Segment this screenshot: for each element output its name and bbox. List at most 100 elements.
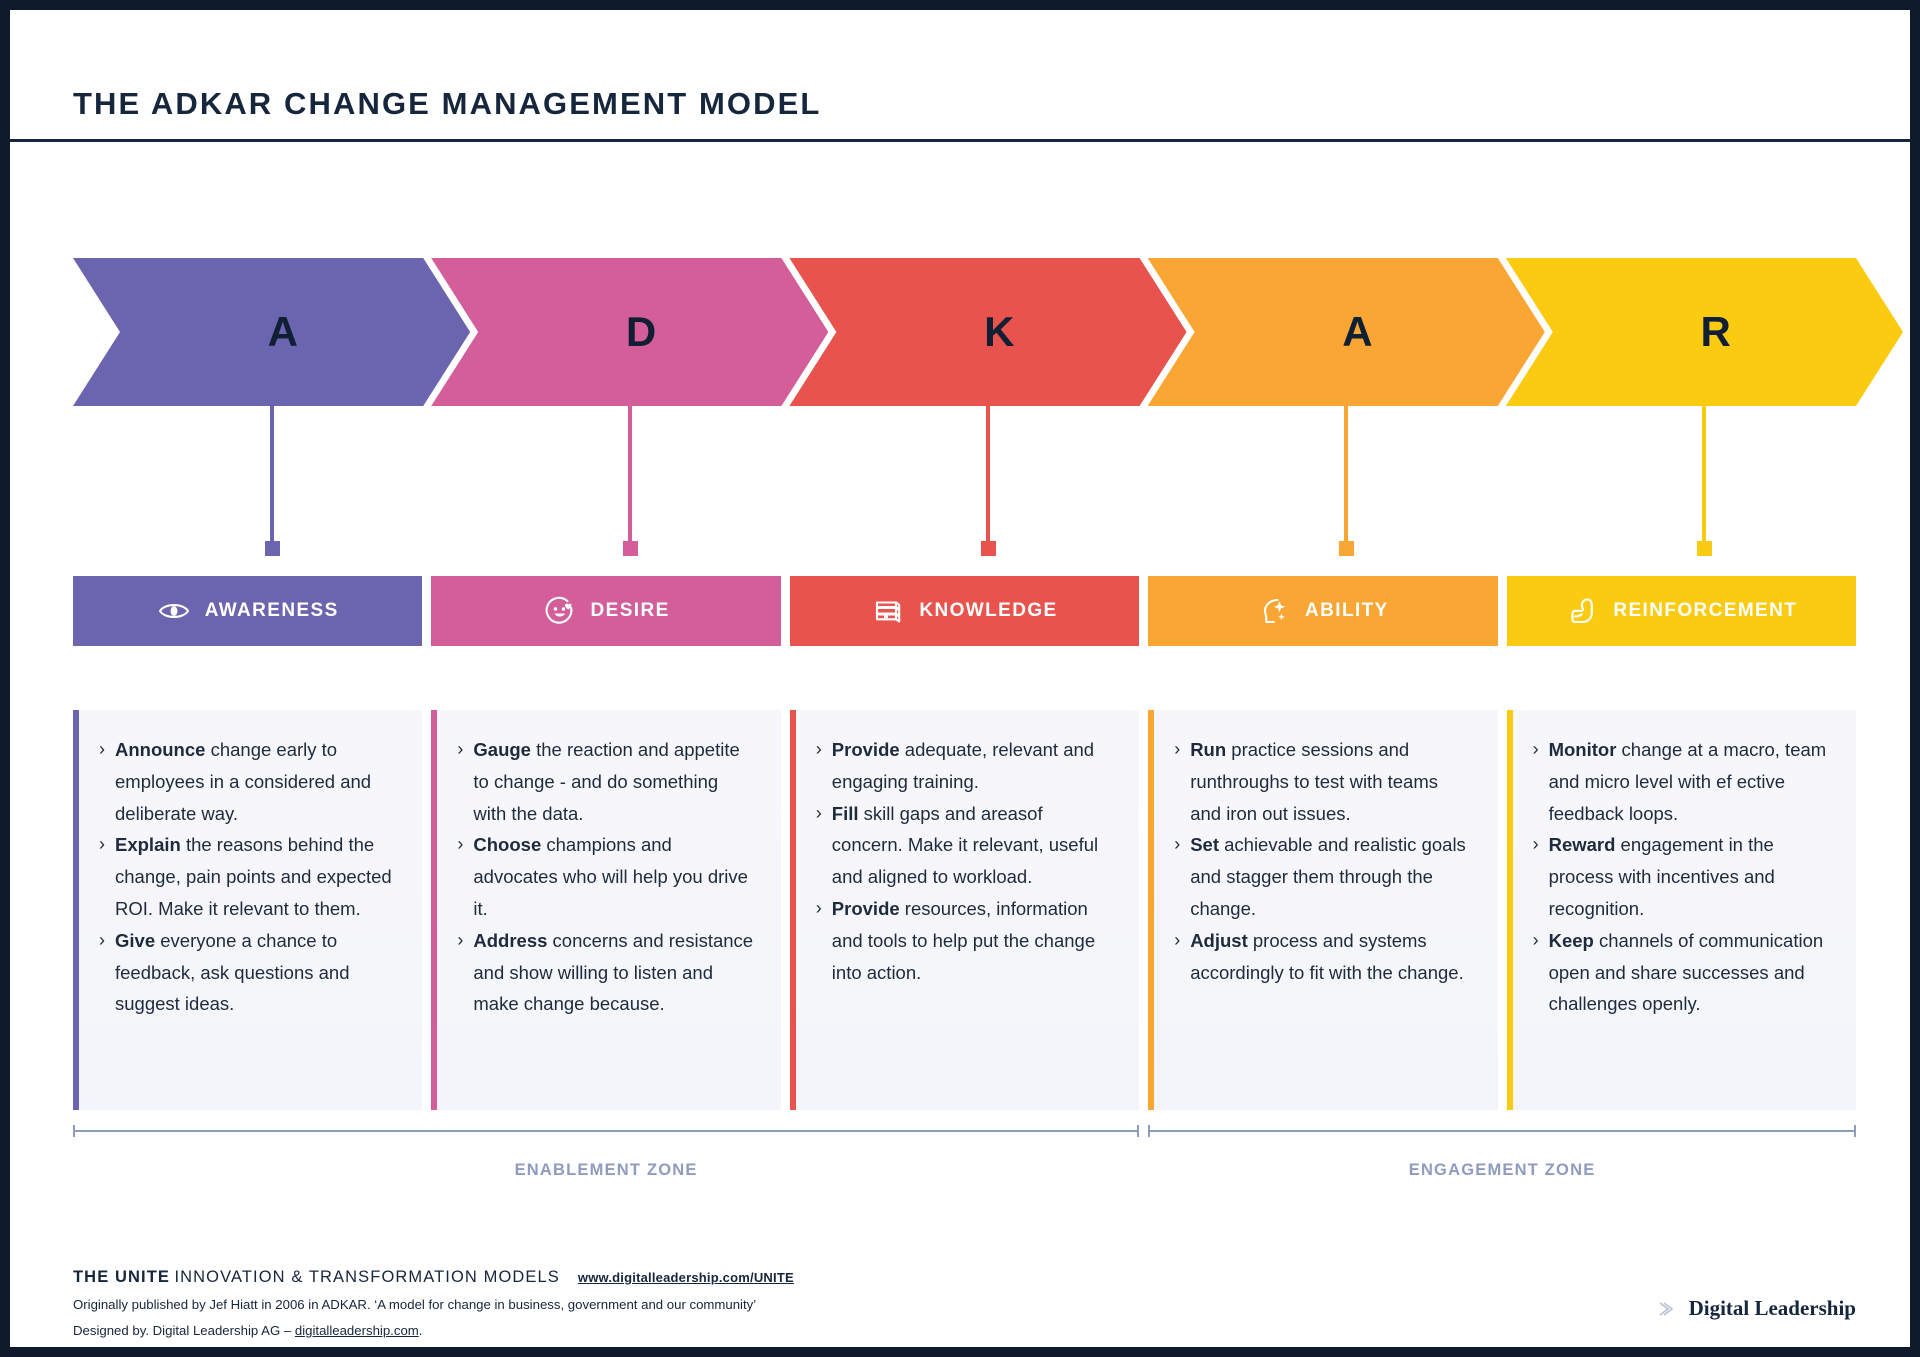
stage-bullet-lead: Fill [831, 802, 859, 824]
connector-stem-ability [1344, 406, 1349, 546]
connector-node-awareness [264, 541, 280, 556]
connector-stem-desire [627, 406, 632, 546]
books-icon [871, 594, 905, 628]
stage-chevron-desire[interactable]: D [431, 258, 829, 406]
zone-group-engagement: ENGAGEMENT ZONE [1148, 1125, 1856, 1180]
connector-stem-awareness [269, 406, 274, 546]
stage-chevron-knowledge[interactable]: K [789, 258, 1187, 406]
connector-node-desire [622, 541, 638, 556]
card-accent-bar [789, 710, 796, 1110]
stage-bullet-item: Keep channels of communication open and … [1533, 925, 1830, 1020]
footer-unite-title: THE UNITE INNOVATION & TRANSFORMATION MO… [73, 1268, 560, 1287]
stage-bullet-lead: Monitor [1548, 739, 1617, 760]
stage-bullet-item: Provide adequate, relevant and engaging … [816, 734, 1113, 798]
stage-bullet-text: champions and advocates who will help yo… [473, 834, 748, 919]
stage-bullet-item: Monitor change at a macro, team and micr… [1533, 734, 1830, 829]
stage-bullet-text: everyone a chance to feedback, ask quest… [115, 929, 350, 1015]
stage-card-row: Announce change early to employees in a … [73, 710, 1856, 1110]
stage-bullet-text: engagement in the process with incentive… [1548, 834, 1775, 919]
stage-label-text: KNOWLEDGE [919, 600, 1058, 621]
footer-designer-prefix: Designed by. Digital Leadership AG – [73, 1323, 295, 1338]
stage-bullet-text: process and systems accordingly to fit w… [1190, 929, 1464, 983]
stage-chevron-ability[interactable]: A [1147, 258, 1545, 406]
stage-bullet-item: Adjust process and systems accordingly t… [1174, 925, 1471, 989]
stage-label-row: AWARENESS DESIRE KNOWLEDGE ABILITY REINFORCE… [73, 576, 1856, 646]
stage-label-bar-reinforcement[interactable]: REINFORCEMENT [1506, 576, 1856, 646]
stage-label-text: ABILITY [1305, 600, 1389, 621]
stage-bullet-text: concerns and resistance and show willing… [473, 929, 754, 1015]
stage-bullet-text: achievable and realistic goals and stagg… [1190, 834, 1466, 919]
stage-bullet-text: practice sessions and runthroughs to tes… [1190, 739, 1439, 824]
footer-designer-link[interactable]: digitalleadership.com [294, 1323, 419, 1338]
card-accent-bar [431, 710, 438, 1110]
head-sparkle-icon [1257, 594, 1291, 628]
stage-bullet-item: Explain the reasons behind the change, p… [99, 829, 396, 924]
card-accent-bar [73, 710, 79, 1110]
stage-card-desire: Gauge the reaction and appetite to chang… [431, 710, 781, 1110]
stage-bullet-lead: Explain [115, 834, 181, 856]
footer-unite-rest: INNOVATION & TRANSFORMATION MODELS [174, 1268, 560, 1286]
stage-chevron-awareness[interactable]: A [73, 258, 471, 406]
stage-chevron-letter: A [267, 308, 300, 355]
footer-unite-bold: THE UNITE [73, 1268, 170, 1286]
stage-bullet-item: Run practice sessions and runthroughs to… [1174, 734, 1471, 829]
stage-label-text: AWARENESS [204, 600, 339, 621]
stage-card-knowledge: Provide adequate, relevant and engaging … [789, 710, 1140, 1110]
stage-bullet-list: Announce change early to employees in a … [99, 734, 396, 1020]
stage-bullet-item: Give everyone a chance to feedback, ask … [99, 925, 396, 1020]
zone-bracket [73, 1125, 1140, 1137]
stage-bullet-list: Gauge the reaction and appetite to chang… [457, 734, 754, 1020]
stage-label-bar-ability[interactable]: ABILITY [1148, 576, 1498, 646]
stage-bullet-lead: Provide [831, 897, 900, 919]
stage-bullet-list: Provide adequate, relevant and engaging … [816, 734, 1113, 988]
zone-bracket [1148, 1125, 1856, 1137]
stage-chevron-letter: K [984, 308, 1016, 355]
footer-unite-link[interactable]: www.digitalleadership.com/UNITE [577, 1270, 794, 1285]
stage-bullet-item: Fill skill gaps and areasof concern. Mak… [816, 798, 1113, 893]
footer-designer-line: Designed by. Digital Leadership AG – dig… [73, 1322, 1856, 1339]
stage-label-bar-desire[interactable]: DESIRE [431, 576, 781, 646]
stage-label-text: REINFORCEMENT [1613, 600, 1798, 621]
stage-bullet-text: adequate, relevant and engaging training… [831, 739, 1095, 792]
card-accent-bar [1148, 710, 1155, 1110]
stage-bullet-lead: Adjust [1190, 929, 1248, 951]
zone-group-enablement: ENABLEMENT ZONE [73, 1125, 1140, 1180]
stage-card-ability: Run practice sessions and runthroughs to… [1148, 710, 1498, 1110]
stage-bullet-item: Announce change early to employees in a … [99, 734, 396, 829]
stage-card-reinforcement: Monitor change at a macro, team and micr… [1506, 710, 1856, 1110]
brand-name: Digital Leadership [1688, 1296, 1856, 1320]
stage-chevron-letter: R [1700, 308, 1732, 355]
connector-node-ability [1339, 541, 1355, 556]
stage-bullet-item: Provide resources, information and tools… [816, 893, 1113, 988]
stage-bullet-item: Choose champions and advocates who will … [457, 829, 754, 924]
zone-label: ENABLEMENT ZONE [514, 1161, 698, 1179]
stage-label-text: DESIRE [590, 600, 670, 621]
stage-bullet-text: channels of communication open and share… [1548, 929, 1824, 1015]
stage-bullet-lead: Address [473, 929, 548, 951]
stage-card-awareness: Announce change early to employees in a … [73, 710, 423, 1110]
stage-label-bar-awareness[interactable]: AWARENESS [73, 576, 423, 646]
stage-bullet-item: Gauge the reaction and appetite to chang… [457, 734, 754, 829]
smiley-heart-icon [543, 594, 577, 628]
stage-chevron-reinforcement[interactable]: R [1505, 258, 1903, 406]
stage-bullet-lead: Provide [831, 739, 900, 760]
chevron-right-icon [1655, 1298, 1677, 1320]
stage-bullet-lead: Choose [473, 834, 542, 856]
eye-icon [157, 594, 191, 628]
footer: THE UNITE INNOVATION & TRANSFORMATION MO… [73, 1268, 1856, 1339]
connector-stem-reinforcement [1702, 406, 1707, 546]
page-title: THE ADKAR CHANGE MANAGEMENT MODEL [73, 86, 822, 121]
footer-attribution-line: Originally published by Jef Hiatt in 200… [73, 1297, 757, 1312]
stage-bullet-list: Run practice sessions and runthroughs to… [1174, 734, 1471, 988]
card-accent-bar [1506, 710, 1513, 1110]
footer-designer-suffix: . [418, 1323, 423, 1338]
flexed-bicep-icon [1565, 594, 1599, 628]
connector-node-reinforcement [1697, 541, 1713, 556]
zone-row: ENABLEMENT ZONE ENGAGEMENT ZONE [73, 1125, 1856, 1195]
stage-label-bar-knowledge[interactable]: KNOWLEDGE [789, 576, 1140, 646]
stage-bullet-text: change at a macro, team and micro level … [1548, 739, 1827, 824]
stage-bullet-lead: Gauge [473, 739, 531, 760]
stage-bullet-text: the reaction and appetite to change - an… [473, 739, 740, 824]
